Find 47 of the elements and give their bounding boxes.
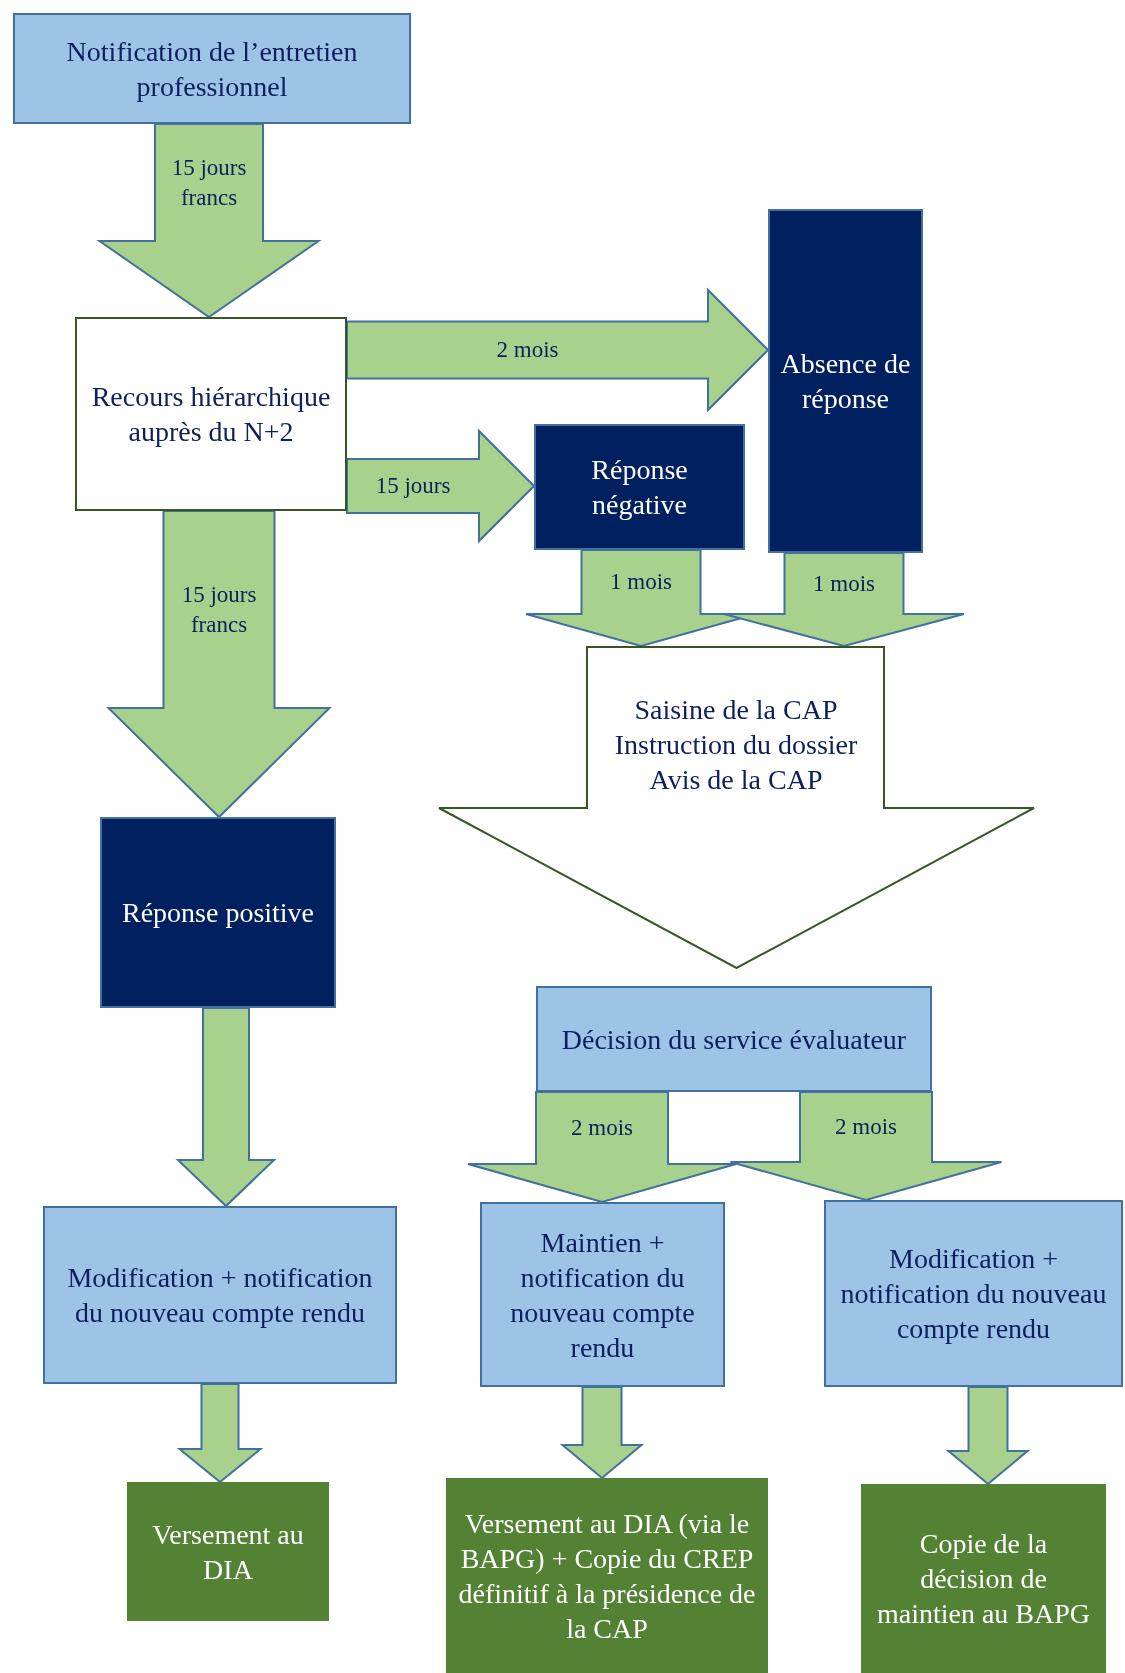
block-arrow	[96, 123, 322, 319]
node-text: Maintien + notification du nouveau compte rendu	[509, 1225, 696, 1365]
process-box	[480, 1202, 725, 1387]
block-arrow	[723, 552, 965, 648]
edge-label: 2 mois	[571, 1114, 633, 1143]
process-box	[861, 1484, 1106, 1673]
node-text: Décision du service évaluateur	[561, 1022, 907, 1057]
node-text: Versement au DIA	[151, 1517, 305, 1587]
node-text: Réponse négative	[590, 453, 689, 522]
edge-label: 15 jours francs	[170, 153, 248, 212]
process-box	[824, 1200, 1123, 1387]
process-box	[43, 1206, 397, 1384]
node-text: Instruction du dossier	[614, 728, 858, 762]
node-text: Saisine de la CAP	[634, 693, 838, 727]
node-text: Avis de la CAP	[649, 763, 823, 797]
process-box	[127, 1482, 329, 1621]
node-text: Réponse positive	[121, 896, 315, 930]
process-box	[13, 13, 411, 124]
block-arrow	[729, 1091, 1003, 1202]
node-text: Modification + notification du nouveau compte rendu	[839, 1242, 1108, 1346]
block-arrow	[106, 510, 332, 819]
block-arrow	[346, 287, 770, 413]
edge-label: 2 mois	[835, 1113, 897, 1142]
block-arrow-shape	[438, 646, 1035, 969]
edge-label: 2 mois	[496, 336, 559, 365]
process-box	[768, 209, 923, 553]
node-text: Versement au DIA (via le BAPG) + Copie du CREP définitif à la présidence de la CAP	[457, 1506, 757, 1646]
node-text: Absence de réponse	[780, 347, 911, 416]
edge-label: 15 jours	[375, 472, 451, 501]
edge-label: 1 mois	[610, 568, 672, 597]
block-arrow	[175, 1007, 277, 1208]
process-box	[446, 1478, 768, 1673]
block-arrow	[945, 1386, 1031, 1486]
block-arrow	[559, 1386, 645, 1480]
process-box	[75, 317, 347, 511]
edge-label: 1 mois	[813, 569, 875, 598]
node-text: Modification + notification du nouveau compte rendu	[66, 1261, 374, 1330]
process-box	[100, 817, 336, 1008]
node-text: Notification de l’entretien professionnel	[65, 34, 359, 104]
node-text: Copie de la décision de maintien au BAPG	[875, 1527, 1092, 1631]
block-arrow	[176, 1383, 264, 1484]
process-box	[536, 986, 932, 1092]
block-arrow	[467, 1091, 737, 1204]
node-text: Recours hiérarchique auprès du N+2	[90, 380, 332, 449]
block-arrow	[346, 428, 536, 544]
process-box	[534, 424, 745, 550]
edge-label: 15 jours francs	[180, 580, 258, 639]
